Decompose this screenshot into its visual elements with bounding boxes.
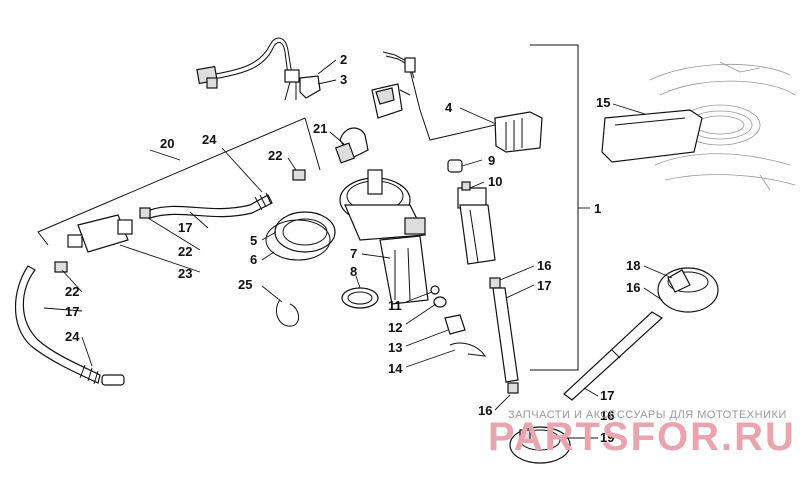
gasket-5 [274,211,336,253]
callout-12: 12 [388,320,402,335]
callout-24b: 24 [65,329,80,344]
fuel-pump-10 [447,159,496,265]
callout-24a: 24 [202,132,217,147]
hose-17-vertical [489,277,519,394]
group-bracket-1 [530,44,590,371]
callout-14: 14 [388,361,403,376]
callout-23: 23 [178,266,192,281]
callout-11: 11 [388,298,402,313]
callout-22c: 22 [65,284,79,299]
hose-17-diagonal [563,311,664,401]
callout-4: 4 [445,100,453,115]
callout-10: 10 [488,174,502,189]
callout-18: 18 [626,258,640,273]
pump-flange [339,169,429,305]
callout-5: 5 [250,233,257,248]
callout-19: 19 [600,430,614,445]
small-parts [430,285,486,357]
elbow-21 [334,127,369,164]
callout-17c: 17 [178,220,192,235]
callout-16b: 16 [626,280,640,295]
callout-9: 9 [488,153,495,168]
watermark: ЗАПЧАСТИ И АКСЕССУАРЫ ДЛЯ МОТОТЕХНИКИ PA… [488,409,796,459]
callout-17d: 17 [65,304,79,319]
callout-2: 2 [340,52,347,67]
callout-21: 21 [313,121,327,136]
callout-15: 15 [596,95,610,110]
fuel-tank-sketch [649,61,796,191]
connector-3 [371,83,411,119]
callout-16c: 16 [478,403,492,418]
gasket-15 [601,109,703,163]
watermark-tagline: ЗАПЧАСТИ И АКСЕССУАРЫ ДЛЯ МОТОТЕХНИКИ [508,409,787,421]
wiring-harness [196,37,321,101]
callout-16d: 16 [600,408,614,423]
ring-6 [265,219,331,261]
callout-6: 6 [250,252,257,267]
clamp-8 [341,287,379,309]
clip-25 [276,299,299,327]
watermark-brand: PARTSFOR.RU [488,415,796,459]
callout-20: 20 [160,136,174,151]
callout-22a: 22 [268,148,282,163]
callout-7: 7 [350,246,357,261]
callout-13: 13 [388,340,402,355]
callout-17a: 17 [537,278,551,293]
callout-17b: 17 [600,388,614,403]
fuel-line-left [14,169,306,386]
fuel-level-sender-4 [382,51,543,153]
pickup-19 [509,426,571,464]
callouts: 1 2 3 4 5 6 7 8 9 10 11 12 13 [43,52,673,445]
callout-22b: 22 [178,244,192,259]
callout-8: 8 [350,264,357,279]
callout-16a: 16 [537,258,551,273]
group-bracket-20 [37,117,321,246]
callout-25: 25 [238,277,252,292]
fitting-18 [657,267,719,313]
callout-3: 3 [340,72,347,87]
callout-1: 1 [594,201,601,216]
